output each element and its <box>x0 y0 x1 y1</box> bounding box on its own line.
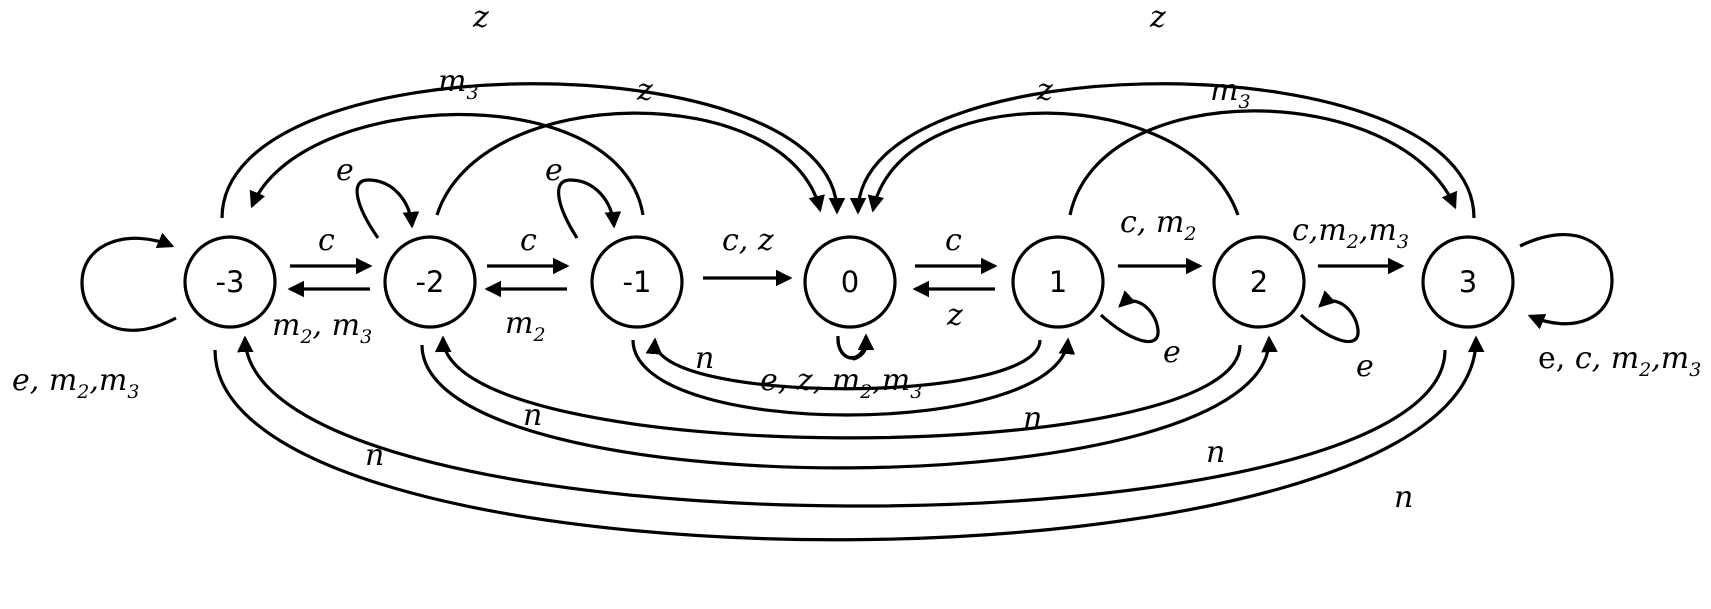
label-z-inner-left: z <box>636 73 653 108</box>
label-m2-m3: m2, m3 <box>272 308 372 348</box>
label-m3-right: m3 <box>1210 73 1251 113</box>
label-e-1: e <box>1163 335 1181 370</box>
edge-m3-to-0-z <box>220 82 846 219</box>
label-e-m2: e <box>336 153 354 188</box>
edge-1-to-m1-n <box>645 337 1042 391</box>
edge-m2-self-e <box>355 178 420 239</box>
label-n-6: n <box>1394 480 1413 515</box>
label-z-outer-right: z <box>1149 0 1166 35</box>
label-n-5: n <box>365 438 384 473</box>
label-self-3: e, c, m2,m3 <box>1538 341 1701 381</box>
edge-m2-to-0-z <box>435 111 825 216</box>
edge-2-to-m2-n <box>434 335 1242 440</box>
edge-m3-to-3-n <box>213 335 1485 542</box>
edge-m2-to-2-n <box>420 335 1278 470</box>
edge-1-self-e <box>1099 290 1160 344</box>
node-m2: -2 <box>383 235 477 329</box>
label-e-2: e <box>1356 349 1374 384</box>
node-m2-label: -2 <box>416 265 445 299</box>
node-3-label: 3 <box>1459 265 1477 299</box>
edge-m1-self-e <box>557 178 622 239</box>
node-0: 0 <box>803 235 897 329</box>
label-e-m1: e <box>545 153 563 188</box>
edge-3-self <box>1519 233 1614 330</box>
node-2-label: 2 <box>1250 265 1268 299</box>
label-n-4: n <box>1206 435 1225 470</box>
label-c-z: c, z <box>722 223 774 258</box>
edge-m3-self <box>80 232 177 332</box>
edge-3-to-m3-n <box>237 335 1447 508</box>
node-m3: -3 <box>183 235 277 329</box>
label-n-3: n <box>523 398 542 433</box>
label-self-0: e, z, m2,m3 <box>760 363 922 403</box>
label-z-outer-left: z <box>472 0 489 35</box>
edge-m1-to-m3-m3 <box>249 112 645 216</box>
label-m2: m2 <box>505 306 546 346</box>
edge-2-self-e <box>1299 290 1360 344</box>
label-z-1-0: z <box>946 298 963 333</box>
label-c-m2-m3: c,m2,m3 <box>1292 213 1409 253</box>
node-m1-label: -1 <box>623 265 652 299</box>
edge-1-to-3-m3 <box>1068 109 1457 216</box>
label-z-inner-right: z <box>1036 73 1053 108</box>
label-self-m3: e, m2,m3 <box>12 363 139 403</box>
label-c-0-1: c <box>945 223 962 258</box>
node-m1: -1 <box>590 235 684 329</box>
node-0-label: 0 <box>841 265 859 299</box>
node-m3-label: -3 <box>216 265 245 299</box>
label-n-1: n <box>695 341 714 376</box>
node-3: 3 <box>1421 235 1515 329</box>
edge-0-self-loop <box>836 333 875 360</box>
label-c-m2-m1: c <box>520 223 537 258</box>
label-n-2: n <box>1023 401 1042 436</box>
node-1-label: 1 <box>1049 265 1067 299</box>
edge-3-to-0-z <box>849 82 1476 219</box>
node-1: 1 <box>1011 235 1105 329</box>
edge-m1-to-1-n <box>631 337 1076 417</box>
label-c-m2: c, m2 <box>1120 205 1196 245</box>
label-c-m3-m2: c <box>318 223 335 258</box>
node-2: 2 <box>1212 235 1306 329</box>
label-m3-left: m3 <box>438 64 479 104</box>
edge-2-to-0-z <box>867 111 1240 216</box>
